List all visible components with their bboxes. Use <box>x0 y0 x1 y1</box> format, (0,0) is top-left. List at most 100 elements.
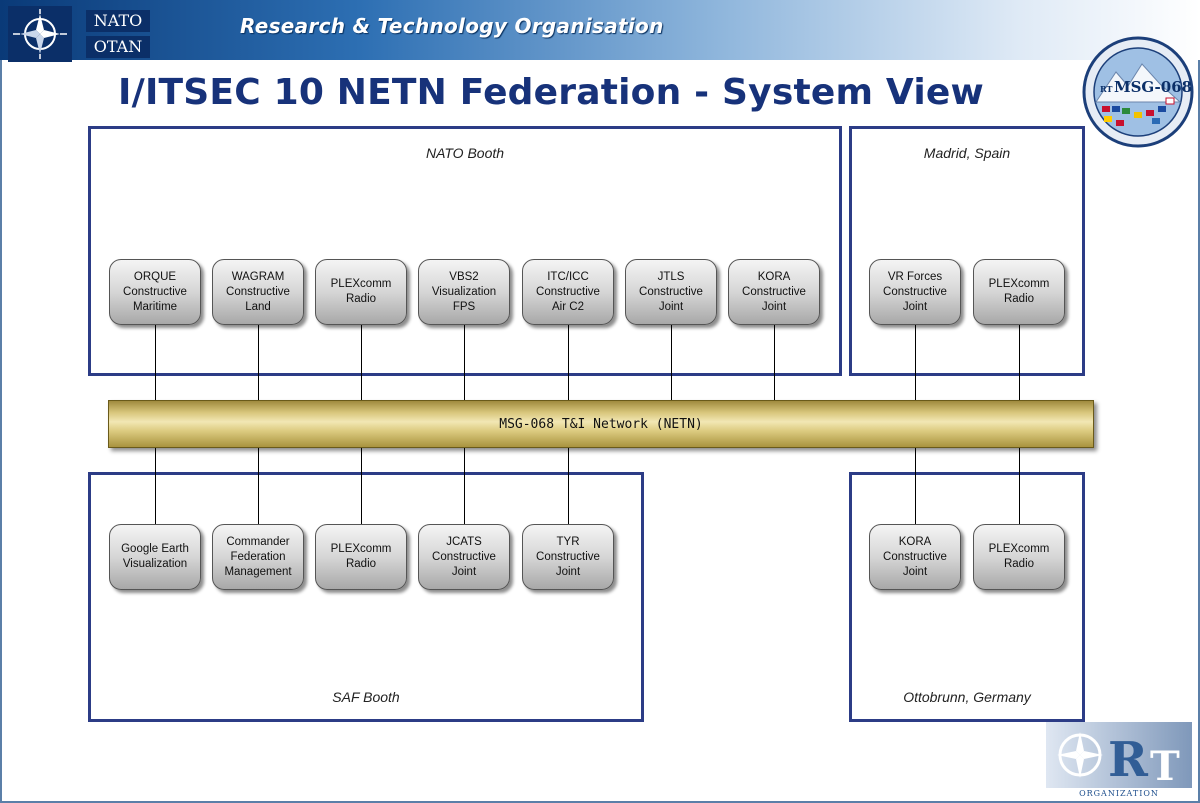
node-line: PLEXcomm <box>988 278 1050 290</box>
node-line: Visualization <box>431 285 497 298</box>
node-line: Joint <box>902 300 928 313</box>
node-plexcomm-ottobrunn: PLEXcomm Radio <box>973 524 1065 590</box>
node-line: Joint <box>555 565 581 578</box>
node-line: Constructive <box>742 285 806 298</box>
node-line: Constructive <box>883 550 947 563</box>
seal-rt-text: RT <box>1100 84 1113 94</box>
nato-compass-icon <box>8 6 72 62</box>
node-kora-nato: KORA Constructive Joint <box>728 259 820 325</box>
node-google-earth: Google Earth Visualization <box>109 524 201 590</box>
link-vbs2 <box>464 325 465 400</box>
node-line: KORA <box>898 535 932 548</box>
node-line: Constructive <box>536 285 600 298</box>
node-line: Constructive <box>123 285 187 298</box>
node-line: Federation <box>230 550 286 563</box>
node-line: Radio <box>345 293 377 305</box>
node-line: Joint <box>761 300 787 313</box>
rt-organization-logo: R T ORGANIZATION <box>1046 722 1192 798</box>
link-jtls <box>671 325 672 400</box>
node-line: PLEXcomm <box>330 278 392 290</box>
msg-068-seal-icon <box>1082 36 1194 148</box>
netn-network-label: MSG-068 T&I Network (NETN) <box>499 416 703 432</box>
node-line: Air C2 <box>552 300 584 313</box>
ottobrunn-label: Ottobrunn, Germany <box>903 689 1031 705</box>
rt-organization-text: ORGANIZATION <box>1079 789 1159 798</box>
link-plexcomm-nato <box>361 325 362 400</box>
svg-text:T: T <box>1150 743 1180 788</box>
node-line: Land <box>245 300 271 313</box>
node-line: Radio <box>1003 558 1035 570</box>
saf-booth-label: SAF Booth <box>332 689 400 705</box>
node-kora-ottobrunn: KORA Constructive Joint <box>869 524 961 590</box>
node-orque: ORQUE Constructive Maritime <box>109 259 201 325</box>
node-wagram: WAGRAM Constructive Land <box>212 259 304 325</box>
node-plexcomm-madrid: PLEXcomm Radio <box>973 259 1065 325</box>
node-line: Constructive <box>432 550 496 563</box>
link-jcats <box>464 448 465 524</box>
nato-logo: NATO OTAN <box>8 6 156 64</box>
node-vbs2: VBS2 Visualization FPS <box>418 259 510 325</box>
node-tyr: TYR Constructive Joint <box>522 524 614 590</box>
node-line: VBS2 <box>449 270 479 283</box>
node-line: Visualization <box>122 558 188 570</box>
link-google-earth <box>155 448 156 524</box>
node-itc-icc: ITC/ICC Constructive Air C2 <box>522 259 614 325</box>
node-line: Joint <box>658 300 684 313</box>
seal-msg-text: MSG-068 <box>1114 78 1193 96</box>
link-plexcomm-madrid <box>1019 325 1020 400</box>
saf-booth-box: SAF Booth <box>88 472 644 722</box>
node-line: Management <box>224 565 292 578</box>
node-line: WAGRAM <box>231 270 285 283</box>
nato-booth-label: NATO Booth <box>425 145 505 161</box>
link-wagram <box>258 325 259 400</box>
slide-title: I/ITSEC 10 NETN Federation - System View <box>118 72 984 113</box>
link-plexcomm-saf <box>361 448 362 524</box>
node-line: PLEXcomm <box>988 543 1050 555</box>
node-vr-forces: VR Forces Constructive Joint <box>869 259 961 325</box>
link-kora-nato <box>774 325 775 400</box>
node-line: JTLS <box>657 270 685 283</box>
node-line: ORQUE <box>133 270 177 283</box>
node-plexcomm-nato: PLEXcomm Radio <box>315 259 407 325</box>
svg-text:R: R <box>1108 732 1149 788</box>
node-line: Joint <box>902 565 928 578</box>
link-orque <box>155 325 156 400</box>
node-line: Radio <box>345 558 377 570</box>
node-line: PLEXcomm <box>330 543 392 555</box>
msg-068-seal: RT MSG-068 <box>1082 36 1194 148</box>
node-commander: Commander Federation Management <box>212 524 304 590</box>
nato-booth-box: NATO Booth <box>88 126 842 376</box>
link-kora-ottobrunn <box>915 448 916 524</box>
header-band <box>0 0 1200 60</box>
node-line: Maritime <box>132 300 178 313</box>
node-line: TYR <box>556 535 580 548</box>
node-jcats: JCATS Constructive Joint <box>418 524 510 590</box>
otan-wordmark: OTAN <box>86 36 150 58</box>
node-line: KORA <box>757 270 791 283</box>
netn-network-bus: MSG-068 T&I Network (NETN) <box>108 400 1094 448</box>
node-line: Constructive <box>639 285 703 298</box>
madrid-box: Madrid, Spain <box>849 126 1085 376</box>
node-line: JCATS <box>446 535 482 548</box>
rt-logo-icon: R T <box>1046 722 1192 788</box>
node-line: VR Forces <box>887 270 943 283</box>
node-plexcomm-saf: PLEXcomm Radio <box>315 524 407 590</box>
link-plexcomm-ottobrunn <box>1019 448 1020 524</box>
node-line: Commander <box>226 535 290 548</box>
node-line: Joint <box>451 565 477 578</box>
node-line: ITC/ICC <box>547 270 589 283</box>
link-itc-icc <box>568 325 569 400</box>
node-line: Constructive <box>226 285 290 298</box>
node-jtls: JTLS Constructive Joint <box>625 259 717 325</box>
node-line: Constructive <box>536 550 600 563</box>
ottobrunn-box: Ottobrunn, Germany <box>849 472 1085 722</box>
madrid-label: Madrid, Spain <box>923 145 1011 161</box>
link-tyr <box>568 448 569 524</box>
link-vr-forces <box>915 325 916 400</box>
nato-wordmark: NATO <box>86 10 150 32</box>
node-line: FPS <box>452 300 476 313</box>
node-line: Radio <box>1003 293 1035 305</box>
node-line: Google Earth <box>121 543 189 555</box>
node-line: Constructive <box>883 285 947 298</box>
organisation-name: Research & Technology Organisation <box>240 14 664 38</box>
